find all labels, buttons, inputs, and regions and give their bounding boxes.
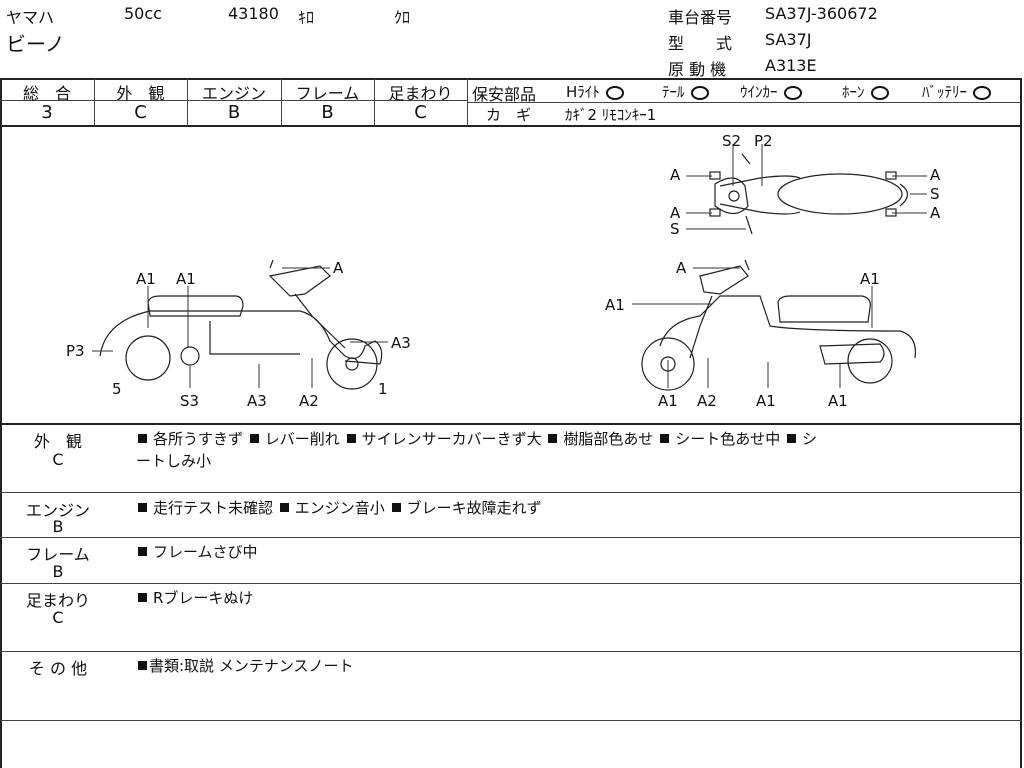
- label-p3: P3: [66, 342, 85, 360]
- key-label: カ ギ: [486, 106, 532, 124]
- safety-title: 保安部品: [472, 85, 537, 104]
- grade-overall-label: 総 合: [22, 84, 71, 103]
- safety-item-battery: ﾊﾞｯﾃﾘｰ: [922, 81, 992, 102]
- label-a1: A1: [136, 270, 156, 288]
- grade-suspension-value: C: [414, 102, 427, 123]
- ok-circle-icon: [783, 85, 802, 100]
- ok-circle-icon: [605, 85, 624, 100]
- remark-frame-grade: B: [52, 562, 64, 581]
- label-a: A: [676, 259, 687, 277]
- ok-circle-icon: [973, 85, 992, 100]
- label-a3: A3: [247, 392, 267, 410]
- grade-exterior-value: C: [134, 102, 147, 123]
- displacement: 50cc: [124, 4, 162, 23]
- label-a1: A1: [176, 270, 196, 288]
- remark-engine-grade: B: [52, 517, 64, 536]
- safety-item-winker: ｳｲﾝｶｰ: [740, 81, 802, 102]
- label-a2: A2: [697, 392, 717, 410]
- safety-item-tail: ﾃｰﾙ: [662, 81, 709, 102]
- remark-suspension-label: 足まわり: [25, 591, 90, 610]
- grade-engine-value: B: [227, 102, 241, 123]
- remark-engine-label: エンジン: [25, 501, 90, 520]
- label-1: 1: [378, 380, 388, 398]
- engine-label: 原 動 機: [668, 60, 727, 79]
- ok-circle-icon: [870, 85, 889, 100]
- remark-exterior-grade: C: [52, 450, 64, 469]
- label-s: S: [930, 185, 940, 203]
- engine-value: A313E: [765, 56, 817, 75]
- label-a: A: [670, 166, 681, 184]
- label-a: A: [333, 259, 344, 277]
- color: ｸﾛ: [394, 8, 411, 27]
- mileage-unit: ｷﾛ: [298, 8, 315, 27]
- label-s3: S3: [180, 392, 199, 410]
- label-a: A: [930, 204, 941, 222]
- scooter-top-view: [709, 153, 909, 235]
- key-value: ｶｷﾞ2 ﾘﾓｺﾝｷｰ1: [565, 106, 657, 124]
- grade-frame-label: フレーム: [295, 84, 360, 103]
- grade-engine-label: エンジン: [201, 84, 266, 103]
- scooter-right-view: [641, 259, 917, 391]
- frame-no: SA37J-360672: [765, 4, 878, 23]
- safety-item-horn: ﾎｰﾝ: [842, 81, 889, 102]
- note-item: 走行テスト未確認: [153, 499, 274, 517]
- remark-suspension-grade: C: [52, 608, 64, 627]
- remark-frame-label: フレーム: [26, 545, 90, 564]
- remark-suspension-notes: Rブレーキぬけ: [136, 587, 253, 608]
- label-a1: A1: [828, 392, 848, 410]
- note-item: 書類:取説 メンテナンスノート: [149, 657, 354, 675]
- grade-frame-value: B: [321, 102, 334, 123]
- remark-exterior-notes: 各所うすきず レバー削れ サイレンサーカバーきず大 樹脂部色あせ シート色あせ中…: [136, 428, 817, 449]
- ok-circle-icon: [690, 85, 709, 100]
- model-name: ビーノ: [6, 32, 65, 56]
- note-item: レバー削れ: [264, 430, 340, 448]
- note-item: 各所うすきず: [153, 430, 244, 448]
- label-p2: P2: [754, 132, 773, 150]
- note-item: Rブレーキぬけ: [153, 589, 254, 607]
- mileage: 43180: [228, 4, 279, 23]
- label-a2: A2: [299, 392, 319, 410]
- label-s2: S2: [722, 132, 741, 150]
- frame-no-label: 車台番号: [668, 8, 733, 27]
- note-item: サイレンサーカバーきず大: [361, 430, 542, 448]
- note-item: ートしみ小: [136, 452, 212, 470]
- remark-engine-notes: 走行テスト未確認 エンジン音小 ブレーキ故障走れず: [136, 497, 542, 518]
- label-a: A: [670, 204, 681, 222]
- label-5: 5: [112, 380, 122, 398]
- damage-diagram: S2 P2 A A S A A S A1 A1 A P3 A3 5 S3 A3 …: [66, 132, 941, 410]
- label-a3: A3: [391, 334, 411, 352]
- maker: ヤマハ: [6, 8, 55, 27]
- remark-frame-notes: フレームさび中: [136, 541, 258, 562]
- safety-item-headlight: Hﾗｲﾄ: [566, 81, 624, 102]
- remark-exterior-label: 外 観: [33, 432, 82, 451]
- label-a1: A1: [605, 296, 625, 314]
- grade-overall-value: 3: [41, 102, 53, 123]
- note-item: シート色あせ中: [675, 430, 781, 448]
- note-item: シ: [801, 430, 817, 448]
- grade-suspension-label: 足まわり: [388, 84, 453, 103]
- label-a1: A1: [658, 392, 678, 410]
- note-item: エンジン音小: [294, 499, 385, 517]
- note-item: 樹脂部色あせ: [563, 430, 654, 448]
- type-value: SA37J: [765, 30, 812, 49]
- note-item: フレームさび中: [153, 543, 258, 561]
- label-s: S: [670, 220, 680, 238]
- label-a: A: [930, 166, 941, 184]
- remark-other-label: そ の 他: [28, 659, 88, 678]
- note-item: ブレーキ故障走れず: [406, 499, 542, 517]
- grade-exterior-label: 外 観: [116, 84, 165, 103]
- label-a1: A1: [860, 270, 880, 288]
- label-a1: A1: [756, 392, 776, 410]
- remark-other-notes: 書類:取説 メンテナンスノート: [136, 655, 354, 676]
- type-label: 型 式: [668, 34, 733, 53]
